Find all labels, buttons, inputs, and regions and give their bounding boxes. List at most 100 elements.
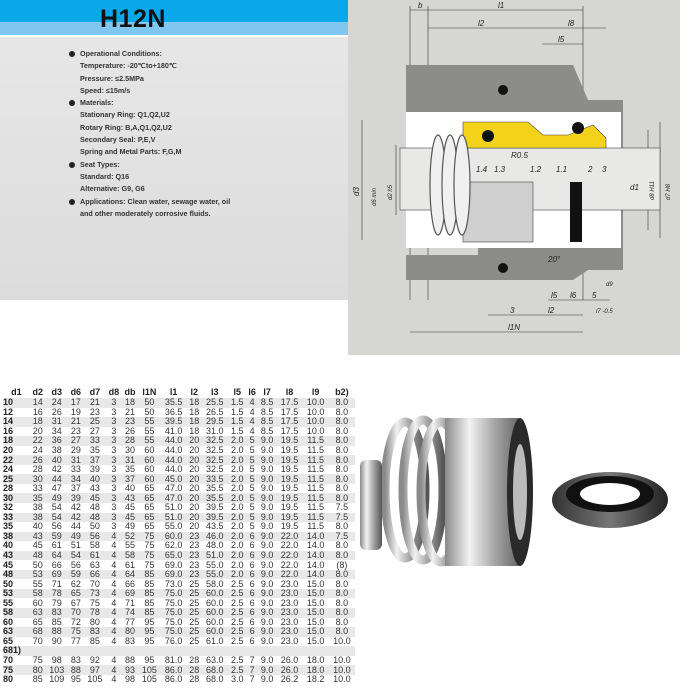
table-cell: 10.0 — [333, 674, 351, 685]
table-cell: 7 — [249, 664, 255, 675]
label-l5: l5 — [558, 35, 565, 44]
table-cell: 23 — [189, 540, 200, 551]
table-cell: 85 — [144, 607, 155, 618]
table-cell: 23 — [124, 416, 135, 427]
table-cell: 9.0 — [260, 435, 274, 446]
table-cell: 39 — [89, 464, 100, 475]
table-cell: 8.0 — [335, 597, 349, 608]
table-cell: 40 — [51, 454, 62, 465]
table-cell: 9.0 — [260, 473, 274, 484]
label-d2: d2 h5 — [388, 184, 394, 200]
table-cell: 18 — [189, 397, 200, 408]
table-cell: 28 — [124, 435, 135, 446]
table-cell: 15.0 — [306, 607, 325, 618]
table-row: 681) — [3, 646, 355, 656]
table-cell: 7.5 — [335, 511, 349, 522]
table-cell: 3 — [111, 416, 117, 427]
table-cell: 75 — [144, 559, 155, 570]
table-cell: 14.0 — [306, 530, 325, 541]
table-cell: 45 — [124, 502, 135, 513]
table-cell: 45.0 — [164, 473, 183, 484]
table-cell: 83 — [89, 626, 100, 637]
table-cell: 62.0 — [164, 540, 183, 551]
table-cell: 88 — [70, 664, 81, 675]
table-cell: 2.0 — [230, 540, 244, 551]
table-cell: 22.0 — [280, 559, 299, 570]
table-cell: 31 — [70, 454, 81, 465]
table-cell: 2.5 — [230, 597, 244, 608]
table-cell: 31 — [51, 416, 62, 427]
table-cell: 32.5 — [206, 464, 224, 475]
table-cell: 105 — [87, 674, 103, 685]
table-cell: 8.0 — [335, 550, 349, 561]
table-cell: 8.0 — [335, 416, 349, 427]
table-cell: 53 — [32, 569, 43, 580]
table-cell: 60.0 — [206, 597, 224, 608]
table-cell: 23.0 — [280, 626, 299, 637]
table-cell: 60 — [3, 616, 14, 627]
table-cell: 50 — [144, 397, 155, 408]
table-cell: 11.5 — [307, 502, 325, 513]
table-cell: 25 — [189, 597, 200, 608]
table-cell: 39 — [70, 492, 81, 503]
table-cell: 4 — [249, 425, 255, 436]
table-cell: 10.0 — [306, 425, 325, 436]
table-cell: 80 — [89, 616, 100, 627]
table-cell: 9.0 — [260, 511, 274, 522]
table-cell: 28 — [189, 655, 200, 666]
label-l6: l6 — [570, 291, 577, 300]
table-cell: 9.0 — [260, 635, 274, 646]
table-cell: 9.0 — [260, 655, 274, 666]
table-cell: 77 — [70, 635, 81, 646]
table-cell: 9.0 — [260, 530, 274, 541]
table-cell: 95 — [144, 655, 155, 666]
table-cell: 50 — [32, 559, 43, 570]
table-cell: 27 — [70, 435, 81, 446]
table-cell: 4 — [111, 569, 117, 580]
table-cell: 25 — [189, 588, 200, 599]
column-header: l1N — [142, 386, 157, 397]
table-cell: 88 — [124, 655, 135, 666]
table-cell: 51.0 — [164, 502, 183, 513]
table-cell: 25 — [89, 416, 100, 427]
table-cell: 2.5 — [230, 616, 244, 627]
spec-line: Standard: Q16 — [80, 171, 130, 181]
table-cell: 55 — [32, 578, 43, 589]
table-cell: 19.5 — [280, 492, 299, 503]
table-cell: 63 — [3, 626, 14, 637]
table-cell: 23.0 — [280, 578, 299, 589]
table-cell: 38 — [32, 511, 43, 522]
table-cell: 27 — [89, 425, 100, 436]
table-cell: 29.5 — [206, 416, 224, 427]
table-cell: 43 — [124, 492, 135, 503]
column-header: d6 — [70, 386, 82, 397]
table-cell: 85 — [144, 597, 155, 608]
table-cell: 34 — [51, 425, 62, 436]
table-cell: 28 — [32, 464, 43, 475]
table-cell: 18.0 — [306, 664, 325, 675]
table-cell: 75.0 — [164, 626, 183, 637]
table-cell: 85 — [32, 674, 43, 685]
table-cell: 55 — [124, 540, 135, 551]
table-cell: 33 — [3, 511, 14, 522]
column-header: d7 — [89, 386, 101, 397]
table-cell: 44.0 — [164, 454, 183, 465]
label-5: 5 — [592, 291, 597, 300]
table-cell: 5 — [249, 502, 255, 513]
table-cell: 40 — [89, 473, 100, 484]
table-cell: 20 — [189, 502, 200, 513]
label-radius: R0.5 — [511, 151, 528, 160]
table-cell: 20 — [189, 521, 200, 532]
table-cell: 4 — [111, 540, 117, 551]
table-cell: 18.0 — [306, 655, 325, 666]
table-cell: 15.0 — [306, 635, 325, 646]
spec-heading: Operational Conditions: — [68, 48, 230, 60]
table-cell: 78 — [89, 607, 100, 618]
table-cell: 48 — [89, 502, 100, 513]
table-cell: 5 — [249, 473, 255, 484]
table-cell: 32.5 — [206, 445, 224, 455]
